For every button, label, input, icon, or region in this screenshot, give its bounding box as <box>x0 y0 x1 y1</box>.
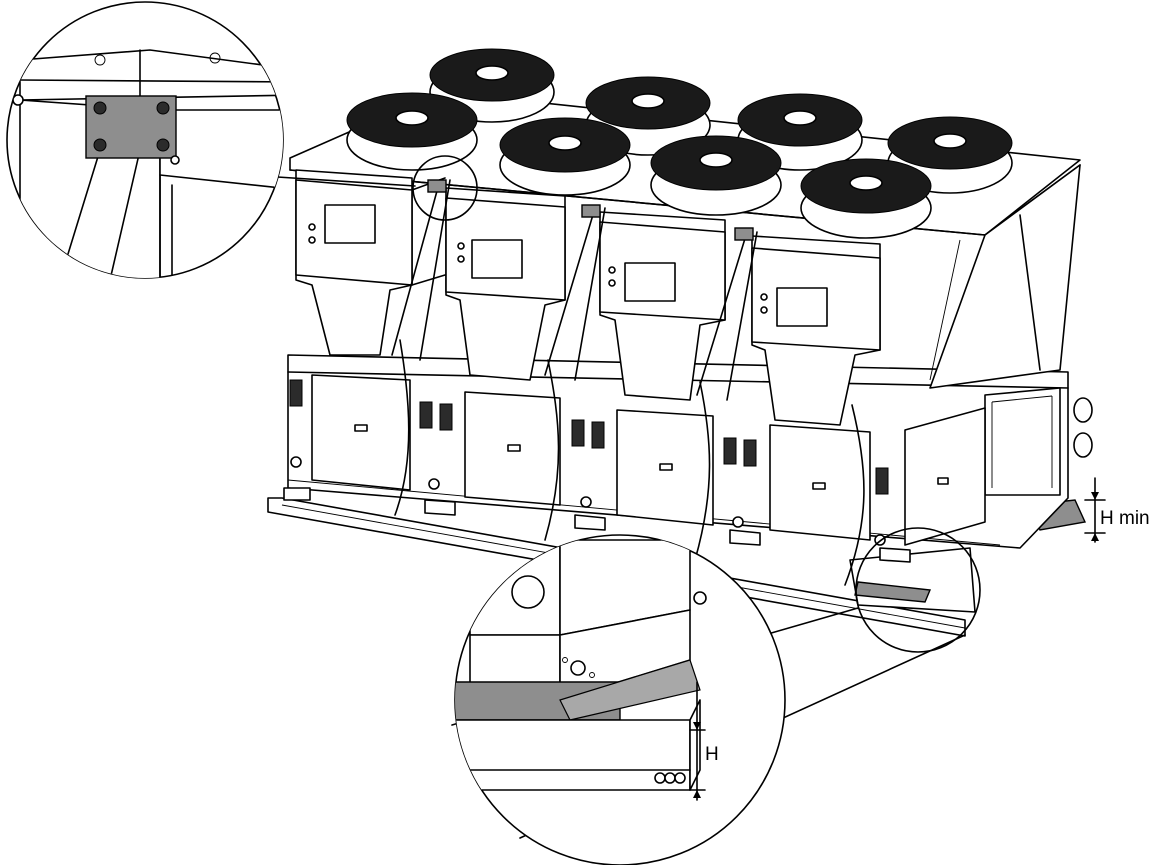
lower-housing <box>283 354 1093 563</box>
hopper-module-1 <box>295 169 446 356</box>
frame-braces <box>391 179 1041 586</box>
fan-6 <box>650 135 782 216</box>
hopper-module-2 <box>445 187 566 381</box>
fan-2 <box>346 92 478 171</box>
fan-8 <box>800 158 932 239</box>
dimension-h-min <box>1084 477 1106 543</box>
dimension-h <box>689 681 706 801</box>
detail-callout-joint <box>6 1 478 279</box>
hopper-module-4 <box>751 235 881 426</box>
joint-plates <box>427 179 754 241</box>
h-label: H <box>705 744 719 765</box>
fan-row <box>346 48 1013 239</box>
detail-callout-base <box>451 527 981 865</box>
fan-4 <box>499 117 631 196</box>
hopper-module-3 <box>599 211 726 401</box>
h-min-label: H min <box>1100 508 1150 529</box>
